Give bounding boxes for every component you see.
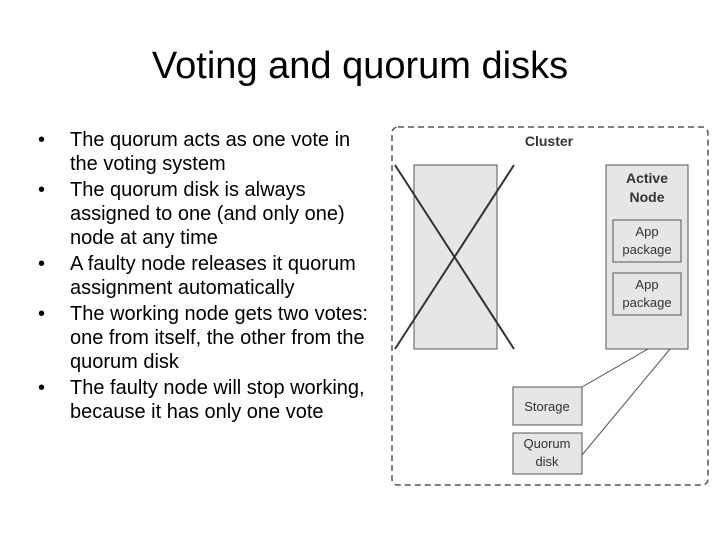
bullet-item: The working node gets two votes: one fro… xyxy=(32,302,377,374)
cross-line-2 xyxy=(394,164,515,350)
app-package-1-label-line1: App xyxy=(635,224,658,239)
quorum-connector xyxy=(581,348,671,456)
storage-box xyxy=(512,386,583,426)
bullet-item: The quorum disk is always assigned to on… xyxy=(32,178,377,250)
app-package-2-label-line1: App xyxy=(635,277,658,292)
bullet-item: A faulty node releases it quorum assignm… xyxy=(32,252,377,300)
storage-connector xyxy=(581,348,649,388)
storage-label: Storage xyxy=(524,399,570,414)
app-package-1-label-line2: package xyxy=(622,242,671,257)
app-package-1 xyxy=(612,219,682,263)
quorum-disk-box xyxy=(512,432,583,475)
cluster-boundary xyxy=(391,126,709,486)
bullet-item: The quorum acts as one vote in the votin… xyxy=(32,128,377,176)
app-package-2 xyxy=(612,272,682,316)
app-package-2-label-line2: package xyxy=(622,295,671,310)
cluster-label: Cluster xyxy=(525,133,574,149)
active-node-label-line1: Active xyxy=(626,170,668,186)
bullet-item: The faulty node will stop working, becau… xyxy=(32,376,377,424)
quorum-disk-label-line1: Quorum xyxy=(524,436,571,451)
quorum-disk-label-line2: disk xyxy=(535,454,559,469)
active-node-label-line2: Node xyxy=(630,189,665,205)
slide-title: Voting and quorum disks xyxy=(151,45,569,87)
bullet-list: The quorum acts as one vote in the votin… xyxy=(32,128,377,426)
